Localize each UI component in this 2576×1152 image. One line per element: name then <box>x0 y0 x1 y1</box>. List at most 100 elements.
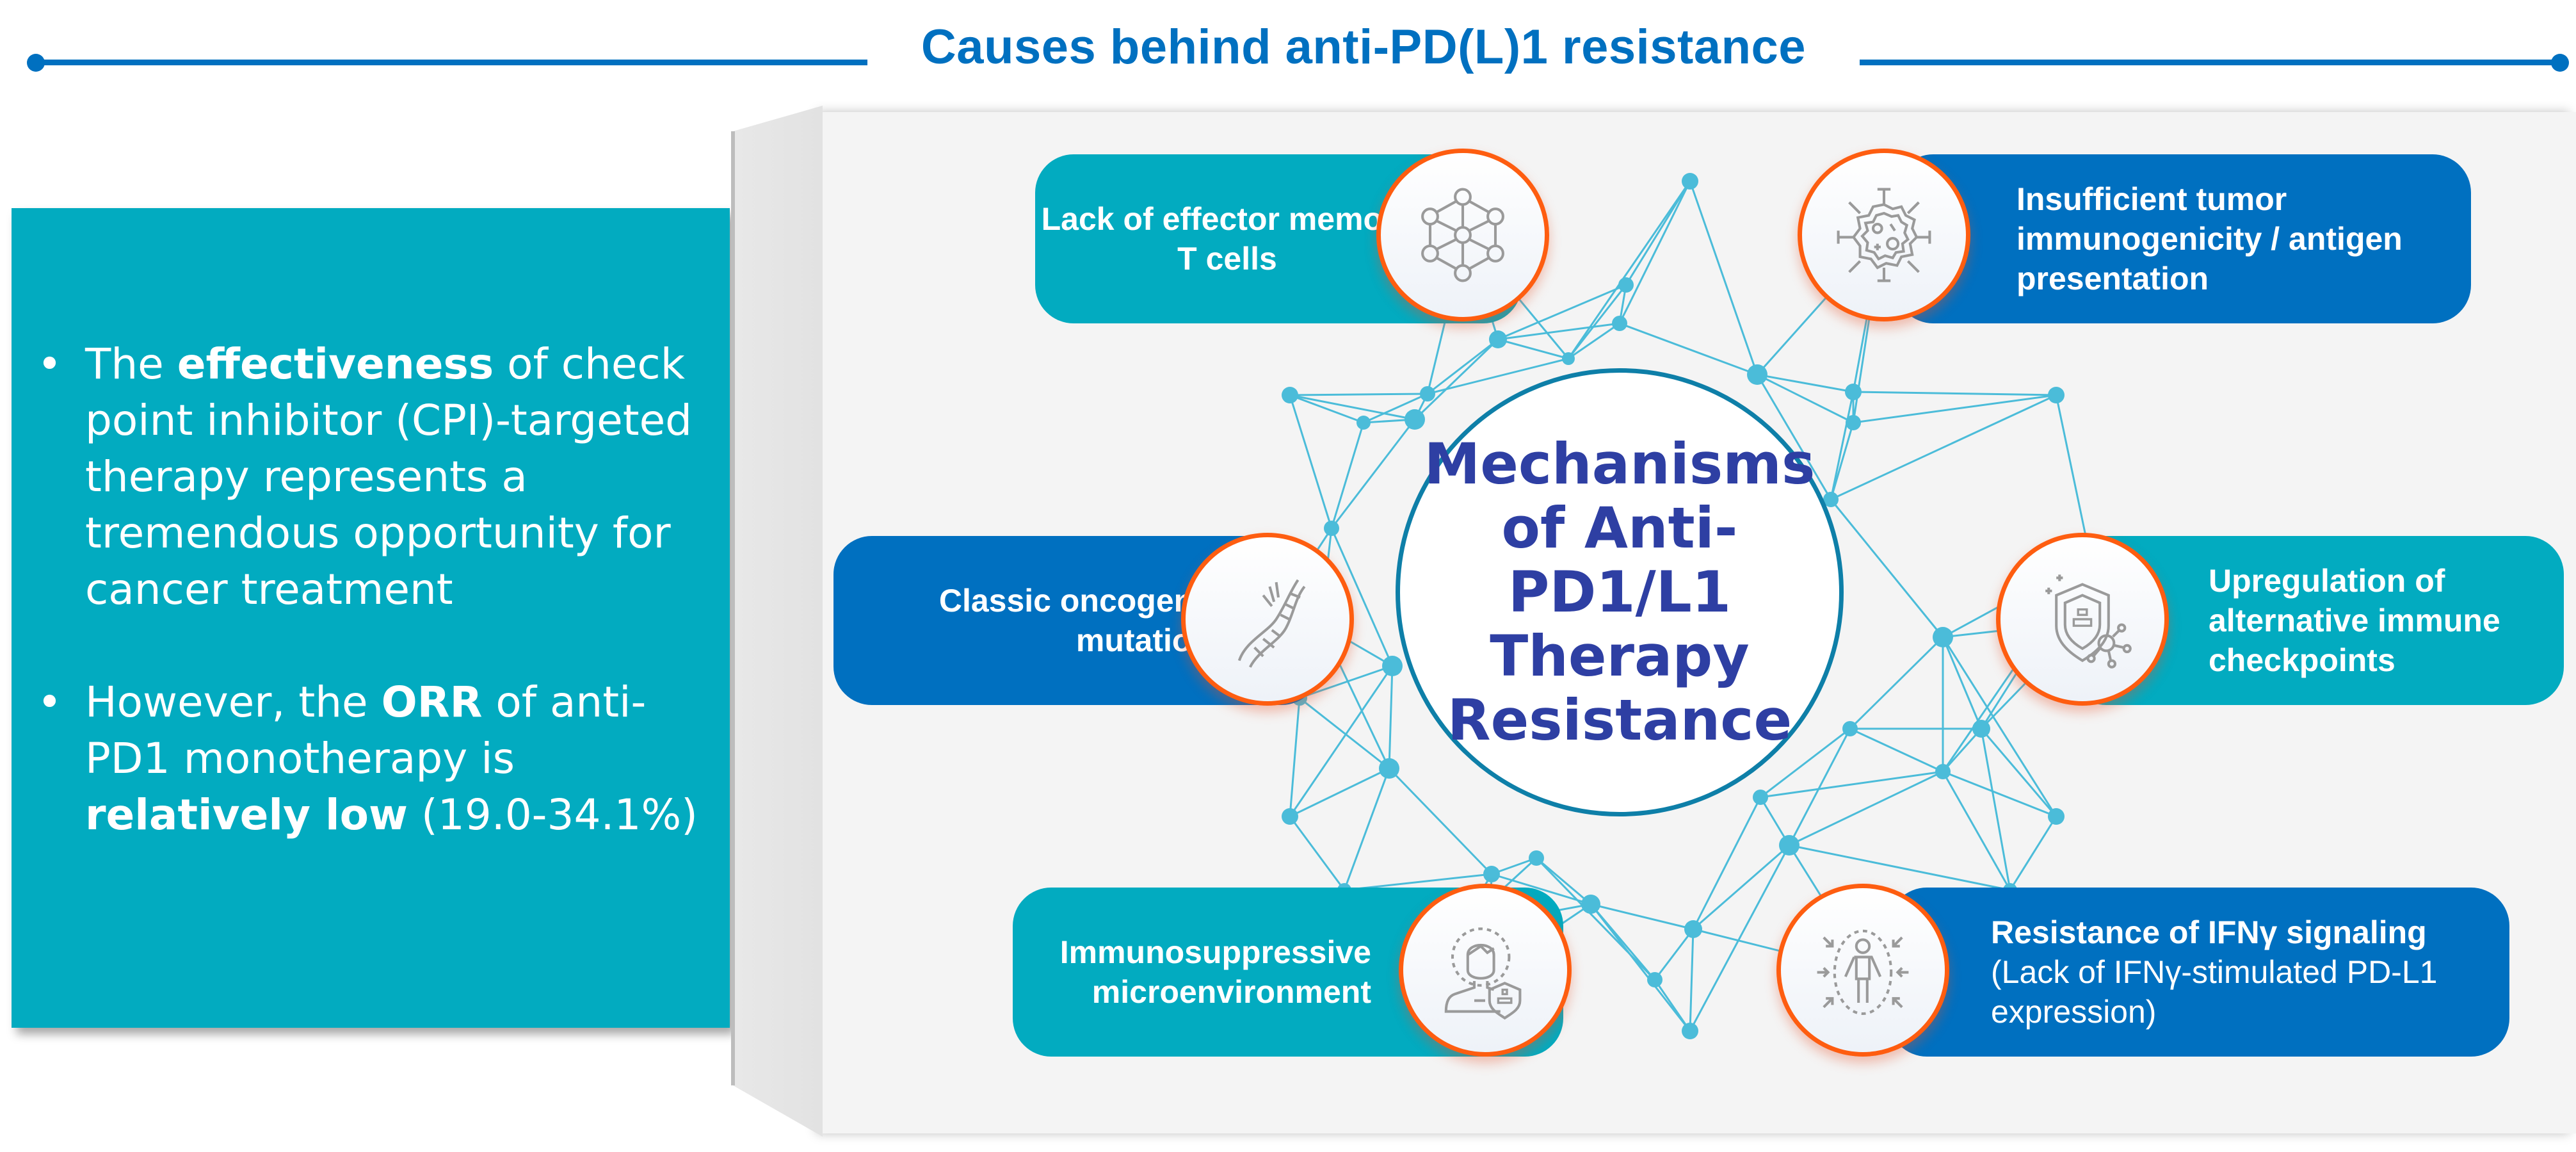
center-title: Mechanisms of Anti-PD1/L1 Therapy Resist… <box>1424 431 1815 753</box>
mechanism-icon-circle <box>1776 884 1949 1057</box>
network-link <box>1625 181 1691 286</box>
cell-network-icon <box>1421 188 1504 282</box>
network-link <box>1388 767 1493 875</box>
network-link <box>1789 844 2011 891</box>
network-link <box>1497 322 1620 341</box>
network-link <box>1299 665 1393 699</box>
network-node <box>1972 720 1990 738</box>
network-link <box>1427 357 1569 395</box>
network-node <box>1612 316 1627 331</box>
network-link <box>1757 373 1854 424</box>
network-link <box>1788 728 1851 846</box>
network-link <box>1849 727 1944 773</box>
network-node <box>1618 277 1634 293</box>
network-link <box>1344 873 1492 891</box>
network-link <box>1363 393 1428 424</box>
mechanism-card-immunogenicity[interactable]: Insufficient tumor immunogenicity / anti… <box>1895 154 2471 323</box>
network-link <box>1942 727 1983 773</box>
mechanism-icon-circle <box>1399 884 1572 1057</box>
network-link <box>1942 770 2057 818</box>
mechanism-title: Resistance of IFNγ signaling <box>1991 914 2427 950</box>
network-link <box>1289 665 1394 817</box>
network-node <box>1846 415 1861 430</box>
network-link <box>1830 394 2057 501</box>
center-circle: Mechanisms of Anti-PD1/L1 Therapy Resist… <box>1396 368 1844 816</box>
network-link <box>1388 665 1394 769</box>
network-link <box>1590 903 1694 930</box>
network-link <box>1942 637 1983 729</box>
network-link <box>1689 845 1791 1032</box>
network-link <box>1689 181 1759 375</box>
network-link <box>1536 857 1591 905</box>
network-node <box>1282 387 1298 403</box>
network-node <box>2048 808 2065 825</box>
network-node <box>1933 627 1953 647</box>
mechanism-icon-circle <box>1181 533 1354 706</box>
network-node <box>1682 1023 1698 1039</box>
network-link <box>1760 770 1944 799</box>
network-node <box>1684 920 1702 938</box>
network-node <box>1823 492 1839 507</box>
network-node <box>1682 173 1698 190</box>
title-line-endpoint-right <box>2551 54 2569 72</box>
network-link <box>1568 322 1620 360</box>
network-node <box>1842 721 1858 736</box>
network-link <box>1289 394 1415 421</box>
network-node <box>1845 384 1862 400</box>
network-link <box>1289 394 1333 529</box>
network-link <box>1756 374 1832 500</box>
network-node <box>1647 972 1662 987</box>
network-link <box>1942 771 2011 891</box>
network-link <box>1942 637 2057 817</box>
network-link <box>1789 770 1944 847</box>
mechanism-label: Lack of effector memory T cells <box>1041 201 1413 277</box>
network-node <box>1529 850 1544 866</box>
dna-icon <box>1237 579 1306 668</box>
shield-virus-icon <box>2045 574 2132 669</box>
network-link <box>1618 181 1691 324</box>
network-link <box>1330 419 1416 529</box>
mechanism-icon-circle <box>1376 149 1549 321</box>
network-link <box>1830 391 1855 500</box>
summary-panel: The effectiveness of check point inhibit… <box>12 208 730 1028</box>
network-node <box>1581 895 1600 914</box>
network-link <box>1491 873 1591 905</box>
mechanism-card-checkpoints[interactable]: Upregulation of alternative immune check… <box>2068 536 2564 705</box>
network-link <box>1289 697 1301 817</box>
network-link <box>2055 394 2091 558</box>
emphasis-text: ORR <box>381 677 483 727</box>
network-node <box>1562 352 1575 365</box>
network-link <box>1760 727 1851 799</box>
network-link <box>1689 929 1695 1032</box>
network-node <box>2048 387 2065 403</box>
network-link <box>1692 797 1762 930</box>
network-node <box>1753 790 1768 805</box>
network-link <box>1757 373 1854 393</box>
network-link <box>2009 816 2057 891</box>
header: Causes behind anti-PD(L)1 resistance <box>0 0 2576 115</box>
network-node <box>1356 416 1371 430</box>
network-link <box>1413 338 1499 421</box>
mechanism-icon-circle <box>1996 533 2169 706</box>
network-link <box>1567 284 1627 359</box>
network-node <box>1483 866 1500 882</box>
network-link <box>1497 338 1569 360</box>
network-link <box>1427 338 1499 395</box>
mechanism-card-ifn[interactable]: Resistance of IFNγ signaling (Lack of IF… <box>1888 888 2509 1057</box>
network-link <box>1619 322 1758 376</box>
summary-bullet-effectiveness: The effectiveness of check point inhibit… <box>37 336 716 618</box>
network-link <box>1853 391 2057 396</box>
network-node <box>1747 364 1767 385</box>
network-link <box>1654 929 1695 980</box>
title-line-left <box>35 60 867 65</box>
mechanism-label: Insufficient tumor immunogenicity / anti… <box>2017 181 2403 296</box>
network-link <box>1289 394 1364 424</box>
summary-bullets: The effectiveness of check point inhibit… <box>37 336 716 900</box>
mechanism-icon-circle <box>1798 149 1970 321</box>
tumor-cell-icon <box>1837 188 1931 282</box>
mechanism-label: Classic oncogene mutation <box>938 583 1211 658</box>
person-shield-icon <box>1444 927 1522 1020</box>
network-node <box>1379 758 1399 779</box>
page-title: Causes behind anti-PD(L)1 resistance <box>921 20 1807 74</box>
network-node <box>1282 808 1298 825</box>
